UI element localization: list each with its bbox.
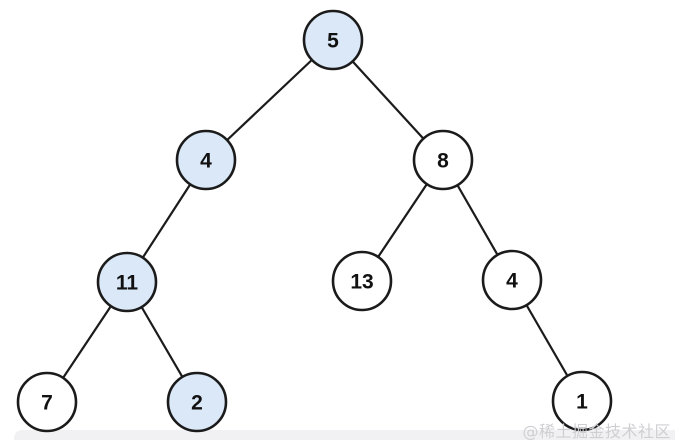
tree-node-value: 4 — [200, 150, 212, 173]
tree-node-circle-highlighted — [96, 251, 158, 313]
tree-node-value: 8 — [437, 150, 449, 173]
tree-node-value: 4 — [506, 270, 518, 293]
tree-node-value: 7 — [41, 392, 53, 415]
tree-node: 1 — [551, 370, 613, 432]
tree-node-value: 11 — [116, 272, 139, 295]
tree-node-value: 13 — [350, 271, 373, 294]
tree-node-circle — [412, 129, 474, 191]
tree-node: 4 — [481, 249, 543, 311]
tree-node: 8 — [412, 129, 474, 191]
tree-node-value: 1 — [576, 391, 588, 414]
tree-node-circle — [481, 249, 543, 311]
tree-node-value: 5 — [327, 30, 339, 53]
footer-bar — [14, 430, 675, 440]
tree-node-circle-highlighted — [302, 9, 364, 71]
tree-node-circle — [551, 370, 613, 432]
tree-node: 4 — [175, 129, 237, 191]
tree-node: 5 — [302, 9, 364, 71]
tree-node-circle — [16, 371, 78, 433]
tree-node: 11 — [96, 251, 158, 313]
tree-node-value: 2 — [191, 392, 203, 415]
tree-node: 7 — [16, 371, 78, 433]
tree-node-circle — [331, 250, 393, 312]
tree-node: 13 — [331, 250, 393, 312]
tree-node-circle-highlighted — [166, 371, 228, 433]
tree-node: 2 — [166, 371, 228, 433]
tree-node-circle-highlighted — [175, 129, 237, 191]
